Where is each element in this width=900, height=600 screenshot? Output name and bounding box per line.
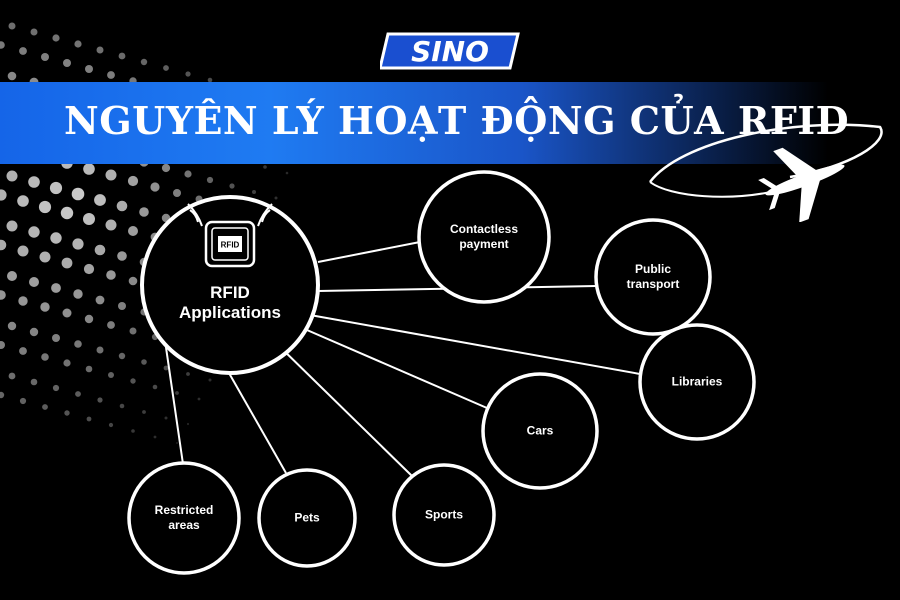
page-title: NGUYÊN LÝ HOẠT ĐỘNG CỦA RFID [64,98,850,143]
node-circle [638,323,756,441]
node-label-cars: Cars [485,424,595,439]
connector-line [317,241,421,263]
connector-line [309,314,641,375]
node-label-line1: Sports [424,507,463,522]
node-label-line1: Cars [526,423,554,438]
node-label-line2: areas [168,518,200,532]
node-label-line1: Public [634,262,671,276]
node-circle [127,461,241,575]
node-label-pets: Pets [252,511,362,526]
connector-line [299,326,488,409]
title-banner [0,82,900,164]
node-label-line1: Restricted [154,503,214,517]
hub-circle [140,195,320,375]
hub-label-line2: Applications [178,303,281,322]
logo-text: SINO [411,35,489,68]
node-circle [392,463,496,567]
node-label-sports: Sports [389,508,499,523]
node-label-libraries: Libraries [642,375,752,390]
node-circle [481,372,599,490]
connector-line [274,341,413,477]
node-circle [594,218,712,336]
node-label-line2: transport [626,277,680,291]
rfid-chip-icon: RFID [187,203,273,268]
chip-label: RFID [221,241,240,250]
airplane-icon [649,123,883,222]
node-circle [417,170,551,304]
node-label-line1: Libraries [671,374,723,389]
node-label-line1: Pets [294,510,320,525]
sino-logo: SINO [380,32,520,70]
node-label-line2: payment [459,237,509,251]
hub-label-line1: RFID [210,283,250,302]
node-label-line1: Contactless [449,222,519,236]
node-circle [257,468,357,568]
